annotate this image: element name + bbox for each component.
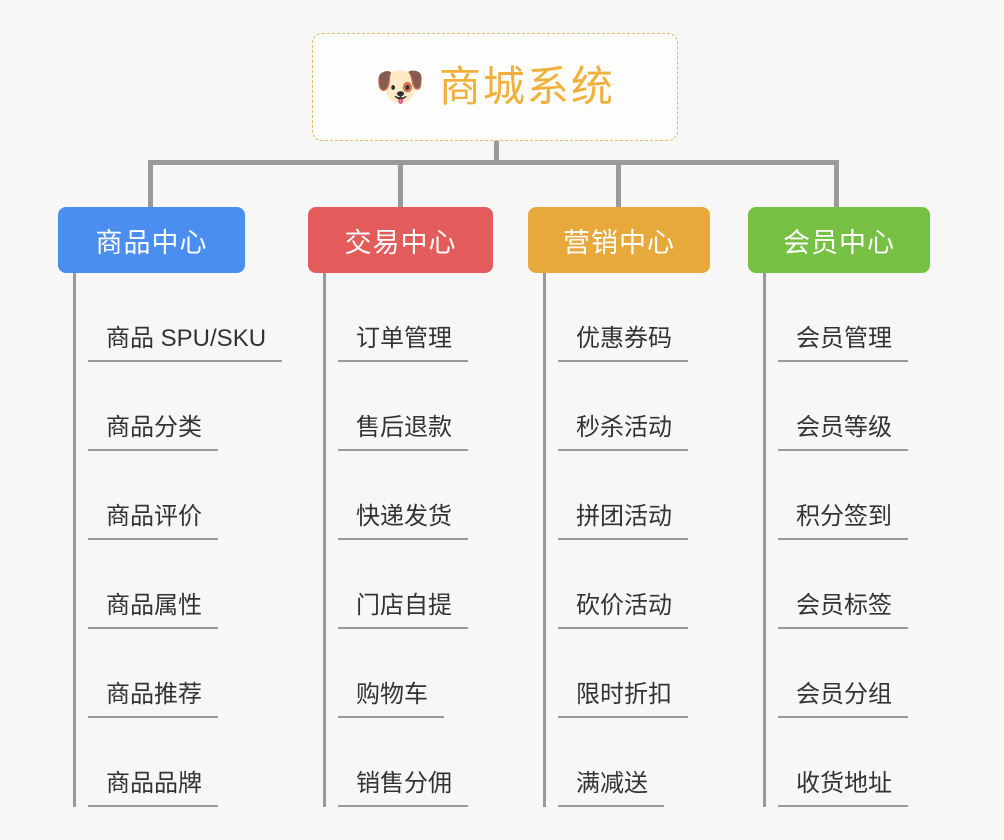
root-node-title: 商城系统	[438, 63, 615, 110]
list-item[interactable]: 订单管理	[323, 273, 493, 362]
list-item-label: 商品推荐	[88, 681, 218, 718]
list-item-label: 会员等级	[778, 414, 908, 451]
list-item[interactable]: 会员管理	[763, 273, 930, 362]
column-trade-center: 交易中心订单管理售后退款快递发货门店自提购物车销售分佣	[308, 207, 493, 807]
list-item[interactable]: 商品 SPU/SKU	[73, 273, 283, 362]
column-items-member-center: 会员管理会员等级积分签到会员标签会员分组收货地址	[748, 273, 930, 807]
list-item[interactable]: 商品分类	[73, 362, 245, 451]
list-item[interactable]: 门店自提	[323, 540, 493, 629]
list-item-label: 购物车	[338, 681, 444, 718]
list-item[interactable]: 会员等级	[763, 362, 930, 451]
list-item-label: 商品分类	[88, 414, 218, 451]
connector-drop-product-center	[148, 160, 153, 207]
list-item-label: 商品属性	[88, 592, 218, 629]
column-header-marketing-center[interactable]: 营销中心	[528, 207, 710, 273]
list-item-label: 商品评价	[88, 503, 218, 540]
list-item[interactable]: 商品品牌	[73, 718, 245, 807]
column-header-label: 营销中心	[563, 227, 675, 258]
list-item[interactable]: 售后退款	[323, 362, 493, 451]
connector-drop-member-center	[834, 160, 839, 207]
column-marketing-center: 营销中心优惠券码秒杀活动拼团活动砍价活动限时折扣满减送	[528, 207, 710, 807]
column-spine-member-center	[763, 273, 766, 807]
list-item-label: 会员分组	[778, 681, 908, 718]
column-header-label: 会员中心	[783, 227, 895, 258]
column-items-product-center: 商品 SPU/SKU 商品分类商品评价商品属性商品推荐商品品牌	[58, 273, 283, 807]
list-item-label: 商品品牌	[88, 770, 218, 807]
column-header-label: 商品中心	[95, 227, 208, 258]
list-item-label: 满减送	[558, 770, 664, 807]
list-item[interactable]: 限时折扣	[543, 629, 710, 718]
list-item[interactable]: 拼团活动	[543, 451, 710, 540]
list-item[interactable]: 会员标签	[763, 540, 930, 629]
list-item[interactable]: 秒杀活动	[543, 362, 710, 451]
column-spine-product-center	[73, 273, 76, 807]
list-item[interactable]: 商品评价	[73, 451, 245, 540]
list-item[interactable]: 商品推荐	[73, 629, 245, 718]
list-item[interactable]: 销售分佣	[323, 718, 493, 807]
column-spine-trade-center	[323, 273, 326, 807]
column-header-product-center[interactable]: 商品中心	[58, 207, 245, 273]
list-item[interactable]: 收货地址	[763, 718, 930, 807]
list-item-label: 商品 SPU/SKU	[88, 325, 283, 362]
connector-root-stem	[494, 141, 499, 163]
column-header-member-center[interactable]: 会员中心	[748, 207, 930, 273]
list-item[interactable]: 积分签到	[763, 451, 930, 540]
connector-drop-marketing-center	[616, 160, 621, 207]
list-item-label: 秒杀活动	[558, 414, 688, 451]
list-item-label: 门店自提	[338, 592, 468, 629]
connector-drop-trade-center	[398, 160, 403, 207]
list-item-label: 限时折扣	[558, 681, 688, 718]
column-header-trade-center[interactable]: 交易中心	[308, 207, 493, 273]
column-items-trade-center: 订单管理售后退款快递发货门店自提购物车销售分佣	[308, 273, 493, 807]
list-item-label: 积分签到	[778, 503, 908, 540]
list-item[interactable]: 满减送	[543, 718, 710, 807]
list-item-label: 拼团活动	[558, 503, 688, 540]
column-spine-marketing-center	[543, 273, 546, 807]
list-item-label: 收货地址	[778, 770, 908, 807]
list-item-label: 会员管理	[778, 325, 908, 362]
list-item-label: 订单管理	[338, 325, 468, 362]
list-item[interactable]: 商品属性	[73, 540, 245, 629]
list-item-label: 会员标签	[778, 592, 908, 629]
list-item[interactable]: 砍价活动	[543, 540, 710, 629]
list-item-label: 销售分佣	[338, 770, 468, 807]
list-item-label: 售后退款	[338, 414, 468, 451]
column-header-label: 交易中心	[344, 227, 457, 258]
list-item-label: 优惠券码	[558, 325, 688, 362]
shiba-dog-emoji: 🐶	[375, 65, 425, 109]
connector-horizontal-bus	[150, 160, 838, 165]
list-item-label: 快递发货	[338, 503, 468, 540]
column-product-center: 商品中心商品 SPU/SKU 商品分类商品评价商品属性商品推荐商品品牌	[58, 207, 283, 807]
root-node-mall-system[interactable]: 🐶 商城系统	[312, 33, 678, 141]
list-item-label: 砍价活动	[558, 592, 688, 629]
list-item[interactable]: 快递发货	[323, 451, 493, 540]
column-member-center: 会员中心会员管理会员等级积分签到会员标签会员分组收货地址	[748, 207, 930, 807]
list-item[interactable]: 购物车	[323, 629, 493, 718]
column-items-marketing-center: 优惠券码秒杀活动拼团活动砍价活动限时折扣满减送	[528, 273, 710, 807]
list-item[interactable]: 会员分组	[763, 629, 930, 718]
list-item[interactable]: 优惠券码	[543, 273, 710, 362]
